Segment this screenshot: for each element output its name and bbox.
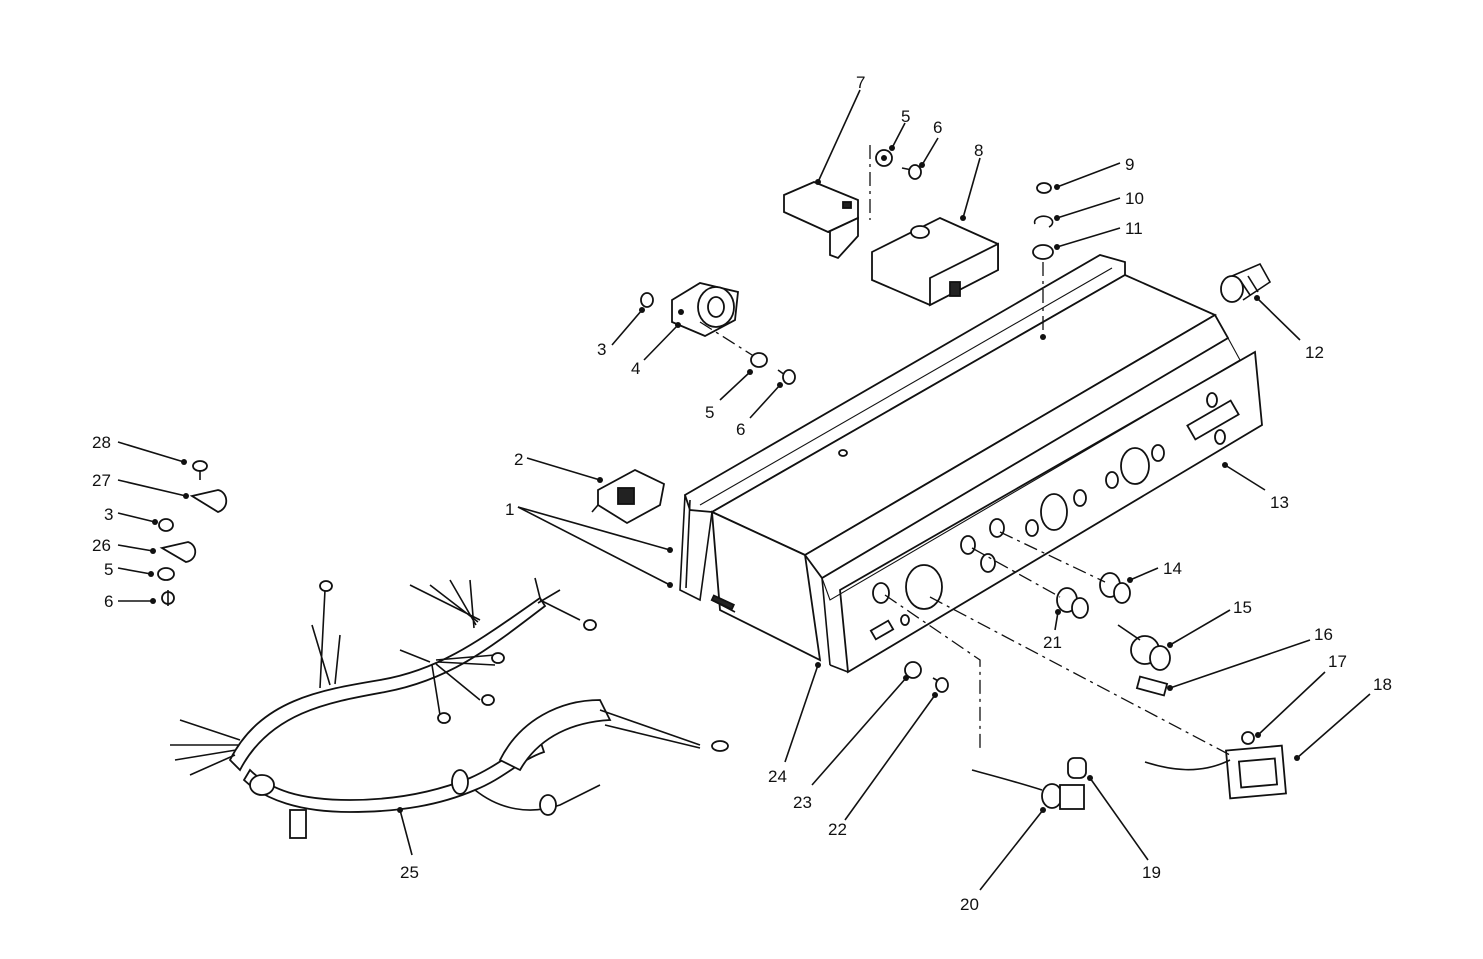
callout-17: 17 xyxy=(1328,652,1347,671)
wiring-harness-25 xyxy=(170,577,729,839)
washer-11 xyxy=(1032,244,1054,260)
callout-16: 16 xyxy=(1314,625,1333,644)
switch-21 xyxy=(971,547,1089,619)
callout-19: 19 xyxy=(1142,863,1161,882)
lockwasher-10 xyxy=(1033,215,1054,228)
leader-lines xyxy=(117,89,1371,891)
washer-23 xyxy=(904,661,922,679)
clamp-26 xyxy=(159,541,197,563)
screw-6-top xyxy=(901,164,922,180)
callout-27: 27 xyxy=(92,471,111,490)
callout-labels: 1 2 3 4 5 6 7 5 6 8 9 10 11 12 13 14 15 … xyxy=(92,73,1392,914)
screw-28 xyxy=(192,460,208,480)
screw-6-left xyxy=(161,590,175,606)
callout-5: 5 xyxy=(705,403,714,422)
lens-19 xyxy=(1067,757,1087,779)
callout-22: 22 xyxy=(828,820,847,839)
lamp-12 xyxy=(1220,262,1272,303)
callout-6: 6 xyxy=(736,420,745,439)
callout-15: 15 xyxy=(1233,598,1252,617)
callout-5c: 5 xyxy=(104,560,113,579)
callout-25: 25 xyxy=(400,863,419,882)
callout-8: 8 xyxy=(974,141,983,160)
callout-20: 20 xyxy=(960,895,979,914)
callout-9: 9 xyxy=(1125,155,1134,174)
meter-18 xyxy=(929,596,1287,800)
washer-5-left xyxy=(157,567,175,581)
callout-6c: 6 xyxy=(104,592,113,611)
callout-7: 7 xyxy=(856,73,865,92)
callout-5b: 5 xyxy=(901,107,910,126)
leader-dots xyxy=(148,145,1300,813)
switch-2 xyxy=(591,468,666,525)
callout-12: 12 xyxy=(1305,343,1324,362)
callout-21: 21 xyxy=(1043,633,1062,652)
callout-24: 24 xyxy=(768,767,787,786)
callout-26: 26 xyxy=(92,536,111,555)
screw-6-mid xyxy=(777,369,796,385)
clamp-27 xyxy=(189,489,228,513)
callout-4: 4 xyxy=(631,359,640,378)
callout-14: 14 xyxy=(1163,559,1182,578)
nut-3-left xyxy=(158,518,174,532)
callout-3b: 3 xyxy=(104,505,113,524)
connector-15 xyxy=(1117,624,1171,671)
callout-10: 10 xyxy=(1125,189,1144,208)
fuse-16 xyxy=(1135,675,1169,697)
bracket-7 xyxy=(783,145,871,260)
callout-11: 11 xyxy=(1125,219,1143,238)
switch-14 xyxy=(999,531,1131,604)
callout-6b: 6 xyxy=(933,118,942,137)
callout-2: 2 xyxy=(514,450,523,469)
callout-3: 3 xyxy=(597,340,606,359)
coil-4 xyxy=(671,282,739,337)
callout-18: 18 xyxy=(1373,675,1392,694)
screw-22 xyxy=(932,677,949,693)
control-box xyxy=(679,254,1263,674)
callout-23: 23 xyxy=(793,793,812,812)
nut-17 xyxy=(1241,731,1255,745)
relay-8 xyxy=(871,217,999,307)
callout-1: 1 xyxy=(505,500,514,519)
nut-3 xyxy=(640,292,654,308)
screw-9 xyxy=(1036,182,1052,194)
lamp-socket-20 xyxy=(884,594,1085,810)
callout-28: 28 xyxy=(92,433,111,452)
callout-13: 13 xyxy=(1270,493,1289,512)
washer-5-mid xyxy=(750,352,768,368)
